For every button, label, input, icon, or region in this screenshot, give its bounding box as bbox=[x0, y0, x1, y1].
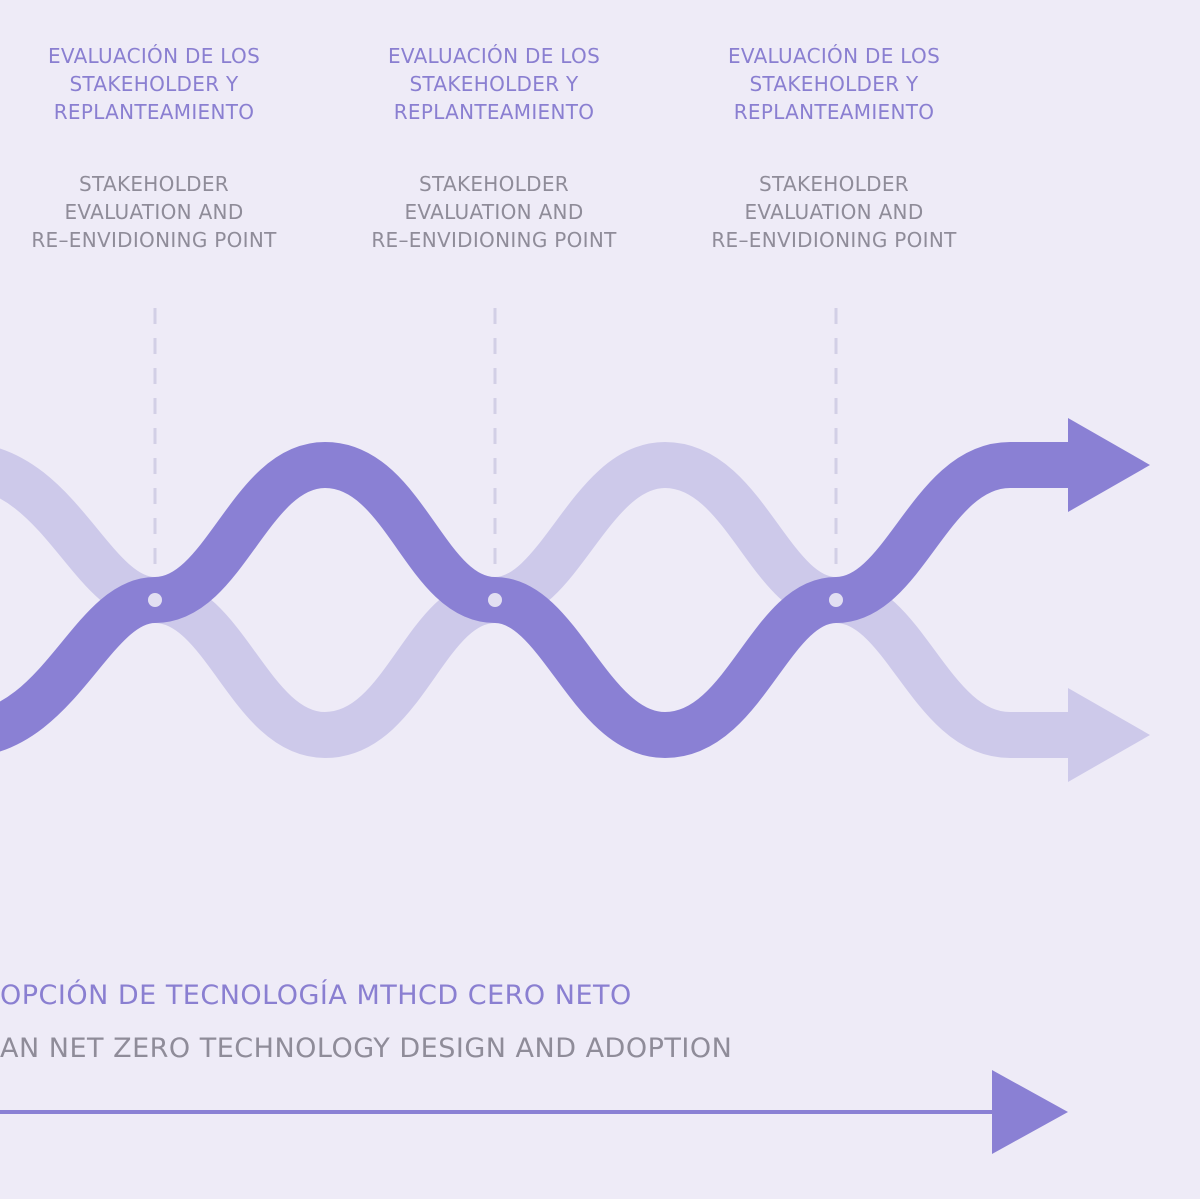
checkpoint-title-en: STAKEHOLDER EVALUATION AND RE–ENVIDIONIN… bbox=[711, 172, 957, 252]
timeline-arrowhead bbox=[992, 1070, 1068, 1154]
checkpoint-dashed-lines bbox=[153, 308, 838, 600]
light-strand-arrowhead bbox=[1068, 688, 1150, 782]
checkpoint-dots bbox=[148, 593, 843, 607]
checkpoint-dot-3 bbox=[829, 593, 843, 607]
dark-strand-arrowhead bbox=[1068, 418, 1150, 512]
checkpoint-title-en: STAKEHOLDER EVALUATION AND RE–ENVIDIONIN… bbox=[31, 172, 277, 252]
checkpoint-dot-1 bbox=[148, 593, 162, 607]
checkpoint-dot-2 bbox=[488, 593, 502, 607]
checkpoint-title-es: EVALUACIÓN DE LOS STAKEHOLDER Y REPLANTE… bbox=[387, 44, 601, 124]
timeline-title-en: AN NET ZERO TECHNOLOGY DESIGN AND ADOPTI… bbox=[0, 1033, 733, 1064]
checkpoint-title-en: STAKEHOLDER EVALUATION AND RE–ENVIDIONIN… bbox=[371, 172, 617, 252]
timeline-arrow bbox=[0, 1070, 1068, 1154]
timeline-title-es: OPCIÓN DE TECNOLOGÍA MTHCD CERO NETO bbox=[0, 980, 632, 1011]
checkpoint-title-es: EVALUACIÓN DE LOS STAKEHOLDER Y REPLANTE… bbox=[47, 44, 261, 124]
checkpoint-label-1: EVALUACIÓN DE LOS STAKEHOLDER Y REPLANTE… bbox=[0, 42, 324, 254]
checkpoint-title-es: EVALUACIÓN DE LOS STAKEHOLDER Y REPLANTE… bbox=[727, 44, 941, 124]
light-strand bbox=[0, 441, 1150, 782]
checkpoint-label-3: EVALUACIÓN DE LOS STAKEHOLDER Y REPLANTE… bbox=[664, 42, 1004, 254]
checkpoint-label-2: EVALUACIÓN DE LOS STAKEHOLDER Y REPLANTE… bbox=[324, 42, 664, 254]
